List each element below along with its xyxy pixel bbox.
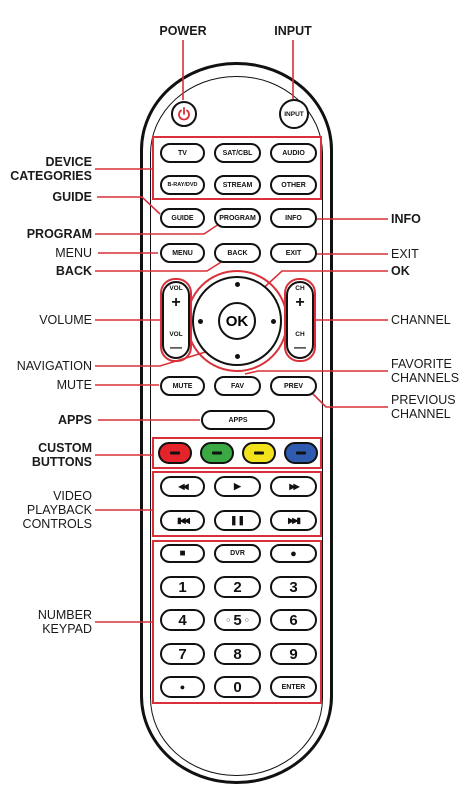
nav-up-icon[interactable] — [234, 282, 240, 287]
channel-rocker[interactable]: CH + CH — — [286, 281, 314, 359]
label-info: INFO — [391, 212, 421, 226]
exit-button[interactable]: EXIT — [270, 243, 317, 263]
label-custom-buttons: CUSTOM BUTTONS — [31, 441, 92, 469]
key-5-label: 5 — [233, 611, 242, 629]
skip-back-button[interactable]: ▮◀◀ — [160, 510, 205, 531]
key-5[interactable]: ○5○ — [214, 609, 261, 631]
fav-button[interactable]: FAV — [214, 376, 261, 396]
skip-forward-button[interactable]: ▶▶▮ — [270, 510, 317, 531]
custom-blue-button[interactable] — [284, 442, 318, 464]
dash-icon — [212, 451, 222, 455]
audio-button[interactable]: AUDIO — [270, 143, 317, 163]
ch-bottom-label: CH — [295, 331, 305, 338]
channel-down-icon[interactable]: — — [294, 340, 306, 354]
label-navigation: NAVIGATION — [16, 359, 92, 373]
tv-button[interactable]: TV — [160, 143, 205, 163]
vol-bottom-label: VOL — [169, 331, 183, 338]
label-power: POWER — [159, 24, 207, 38]
label-device-categories: DEVICE CATEGORIES — [10, 155, 92, 183]
label-apps: APPS — [57, 413, 92, 427]
label-guide: GUIDE — [52, 190, 92, 204]
power-icon — [178, 107, 190, 121]
label-previous-channel: PREVIOUS CHANNEL — [391, 393, 456, 421]
custom-yellow-button[interactable] — [242, 442, 276, 464]
dot-button[interactable]: ● — [160, 676, 205, 698]
key-0[interactable]: 0 — [214, 676, 261, 698]
channel-up-icon[interactable]: + — [295, 294, 305, 311]
custom-buttons-box — [152, 437, 322, 469]
label-volume: VOLUME — [39, 313, 92, 327]
label-ok: OK — [391, 264, 410, 278]
apps-button[interactable]: APPS — [201, 410, 275, 430]
input-button[interactable]: INPUT — [279, 99, 309, 129]
tactile-right-icon: ○ — [244, 616, 249, 624]
label-input: INPUT — [274, 24, 312, 38]
key-4[interactable]: 4 — [160, 609, 205, 631]
custom-green-button[interactable] — [200, 442, 234, 464]
power-button[interactable] — [171, 101, 197, 127]
record-button[interactable]: ● — [270, 544, 317, 563]
back-button[interactable]: BACK — [214, 243, 261, 263]
stop-button[interactable]: ■ — [160, 544, 205, 563]
custom-red-button[interactable] — [158, 442, 192, 464]
nav-down-icon[interactable] — [234, 354, 240, 359]
volume-down-icon[interactable]: — — [170, 340, 182, 354]
stream-button[interactable]: STREAM — [214, 175, 261, 195]
label-back: BACK — [55, 264, 92, 278]
label-favorite-channels: FAVORITE CHANNELS — [391, 357, 460, 385]
satcbl-button[interactable]: SAT/CBL — [214, 143, 261, 163]
remote-inner-outline — [150, 76, 323, 776]
rewind-button[interactable]: ◀◀ — [160, 476, 205, 497]
keypad-box — [152, 540, 322, 704]
dvr-button[interactable]: DVR — [214, 544, 261, 563]
fastforward-button[interactable]: ▶▶ — [270, 476, 317, 497]
enter-button[interactable]: ENTER — [270, 676, 317, 698]
key-7[interactable]: 7 — [160, 643, 205, 665]
vol-top-label: VOL — [169, 285, 183, 292]
menu-button[interactable]: MENU — [160, 243, 205, 263]
key-6[interactable]: 6 — [270, 609, 317, 631]
pause-button[interactable]: ❚❚ — [214, 510, 261, 531]
guide-button[interactable]: GUIDE — [160, 208, 205, 228]
ch-top-label: CH — [295, 285, 305, 292]
mute-button[interactable]: MUTE — [160, 376, 205, 396]
volume-rocker[interactable]: VOL + VOL — — [162, 281, 190, 359]
label-program: PROGRAM — [26, 227, 92, 241]
other-button[interactable]: OTHER — [270, 175, 317, 195]
label-exit: EXIT — [391, 247, 419, 261]
key-8[interactable]: 8 — [214, 643, 261, 665]
bray-dvd-button[interactable]: B-RAY/DVD — [160, 175, 205, 195]
info-button[interactable]: INFO — [270, 208, 317, 228]
nav-right-icon[interactable] — [271, 318, 276, 324]
ok-button[interactable]: OK — [218, 302, 256, 340]
label-channel: CHANNEL — [391, 313, 451, 327]
playback-box — [152, 471, 322, 537]
dash-icon — [254, 451, 264, 455]
volume-up-icon[interactable]: + — [171, 294, 181, 311]
play-button[interactable]: ▶ — [214, 476, 261, 497]
prev-button[interactable]: PREV — [270, 376, 317, 396]
label-video-playback: VIDEO PLAYBACK CONTROLS — [22, 489, 92, 531]
label-menu: MENU — [55, 246, 92, 260]
key-1[interactable]: 1 — [160, 576, 205, 598]
label-number-keypad: NUMBER KEYPAD — [37, 608, 92, 636]
program-button[interactable]: PROGRAM — [214, 208, 261, 228]
nav-left-icon[interactable] — [198, 318, 203, 324]
tactile-left-icon: ○ — [226, 616, 231, 624]
device-categories-box — [152, 136, 322, 200]
key-3[interactable]: 3 — [270, 576, 317, 598]
label-mute: MUTE — [56, 378, 92, 392]
dash-icon — [170, 451, 180, 455]
key-9[interactable]: 9 — [270, 643, 317, 665]
dash-icon — [296, 451, 306, 455]
key-2[interactable]: 2 — [214, 576, 261, 598]
